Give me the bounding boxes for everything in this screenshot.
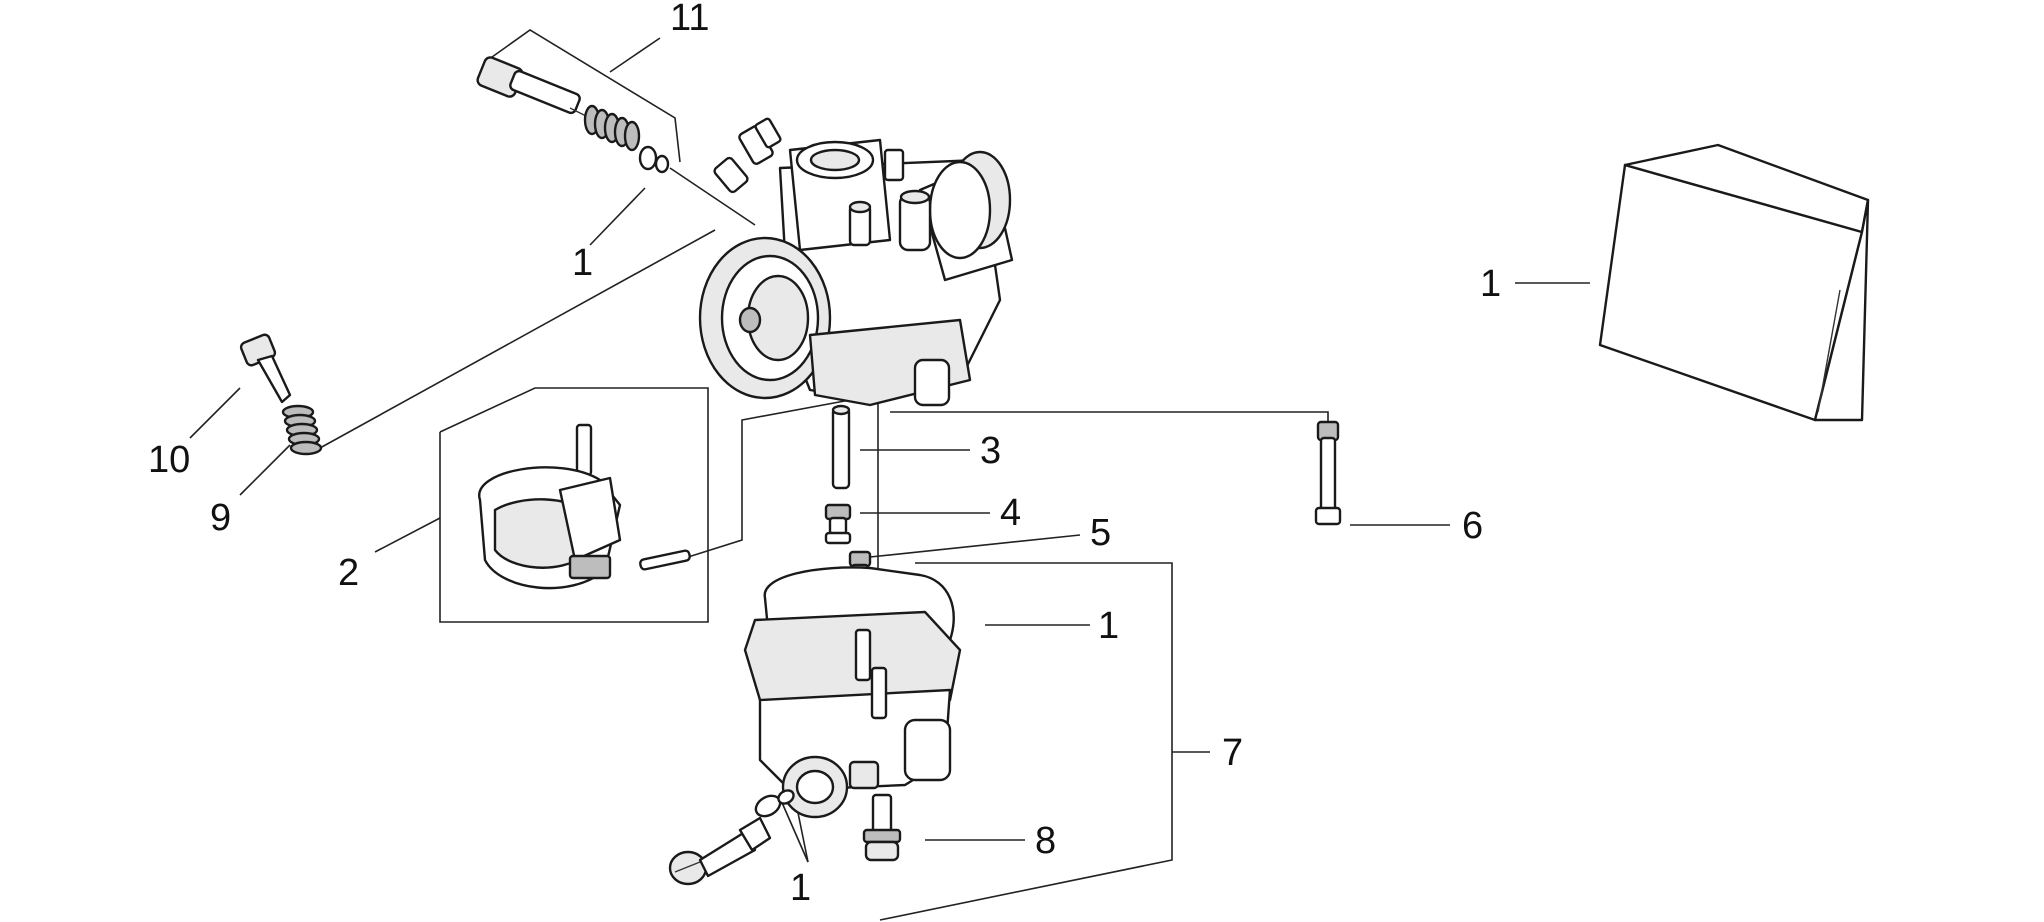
callout-11: 11 (670, 0, 709, 39)
part-2-float (478, 423, 691, 590)
part-6-screw (1314, 420, 1342, 526)
callout-9: 9 (210, 497, 231, 539)
leader-1-top (589, 187, 646, 246)
part-3-emulsion-tube (831, 404, 851, 490)
leader-lines (189, 29, 1590, 921)
leader-1-bottom-a (779, 797, 809, 863)
callout-3: 3 (980, 430, 1001, 472)
part-drain-screw (668, 789, 795, 886)
callout-4: 4 (1000, 492, 1021, 534)
leader-9-link (319, 229, 716, 449)
leader-11 (609, 37, 661, 73)
part-4-jet (824, 503, 852, 545)
callout-1-top: 1 (572, 242, 593, 284)
part-11-mixture-screw (476, 56, 670, 174)
callout-6: 6 (1462, 505, 1483, 547)
part-1-gasket-kit-bag (1598, 143, 1870, 422)
callout-10: 10 (148, 439, 190, 481)
leader-9 (239, 444, 291, 496)
bracket-7 (879, 562, 1173, 921)
callout-labels: 11 1 10 9 2 3 4 5 6 1 7 8 1 1 (148, 0, 1501, 909)
callout-1-bottom: 1 (790, 867, 811, 909)
callout-8: 8 (1035, 820, 1056, 862)
part-8-bowl-screw (862, 793, 902, 862)
float-box (439, 387, 709, 623)
callout-2: 2 (338, 552, 359, 594)
callout-5: 5 (1090, 512, 1111, 554)
leader-5 (869, 534, 1081, 558)
leader-jet-to-body (669, 167, 756, 226)
part-9-spring (281, 404, 323, 456)
leader-float-pin (684, 399, 851, 559)
part-10-throttle-screw (239, 333, 292, 404)
leader-10 (189, 387, 241, 439)
callout-7: 7 (1222, 732, 1243, 774)
callout-1-bowl: 1 (1098, 605, 1119, 647)
callout-1-kit: 1 (1480, 263, 1501, 305)
leader-11-bracket (484, 29, 681, 163)
leader-6-link (890, 411, 1329, 422)
leader-2 (374, 517, 441, 553)
carburetor-body (698, 117, 1014, 407)
float-bowl (743, 566, 962, 819)
